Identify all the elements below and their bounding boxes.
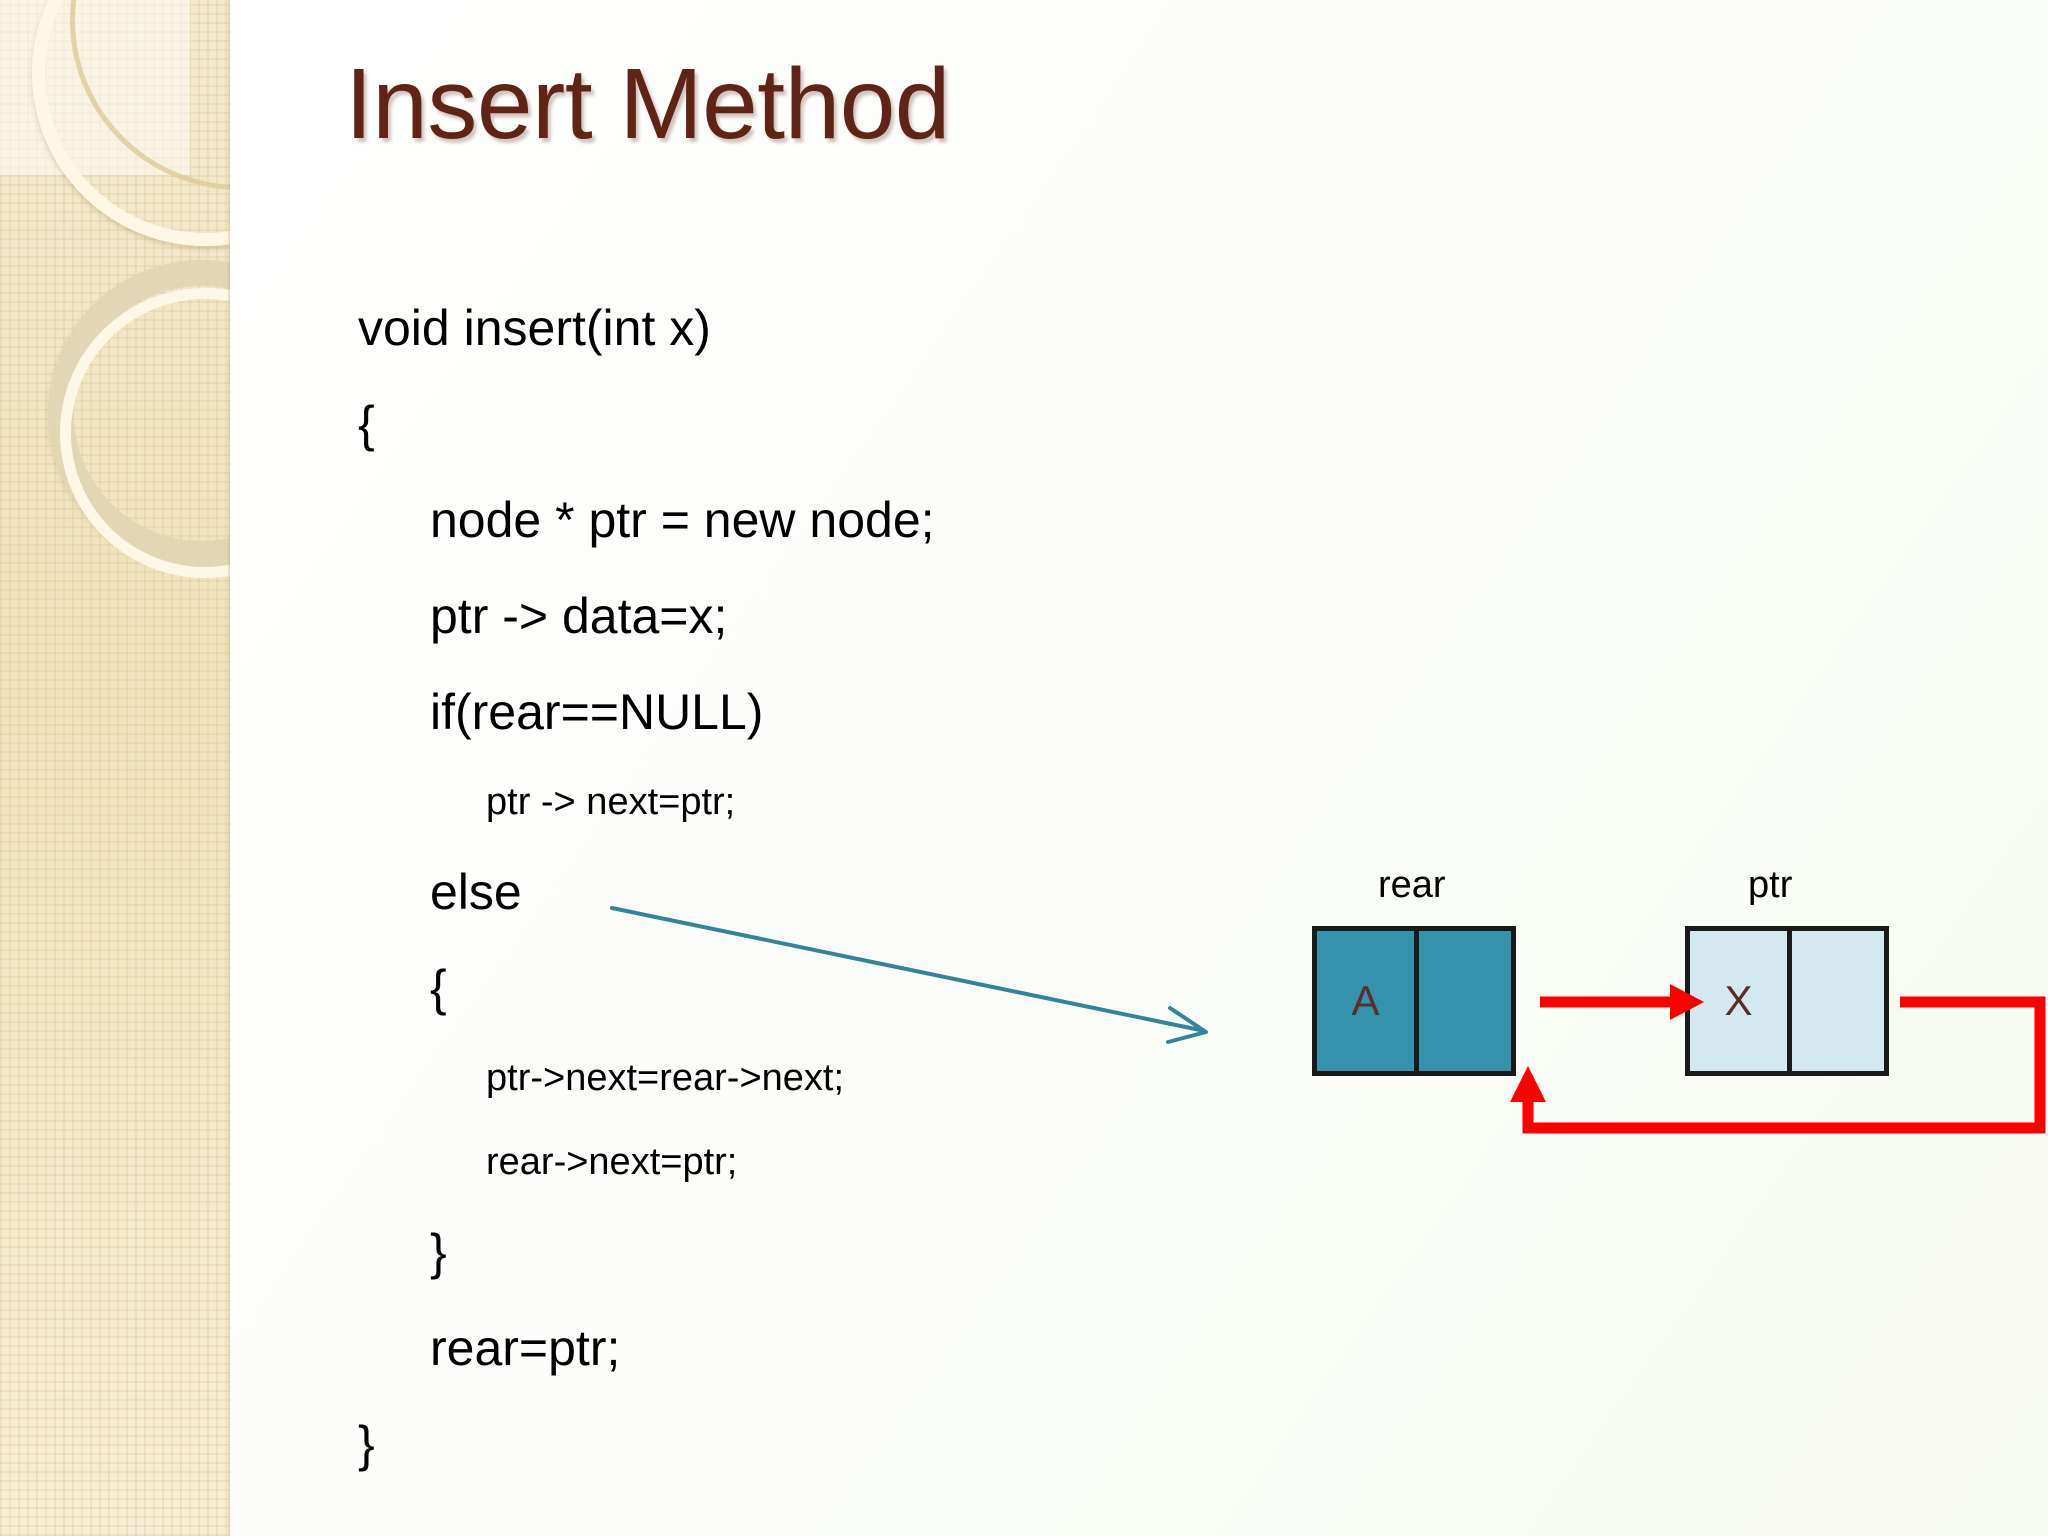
code-line: } [430, 1224, 447, 1280]
node-ptr-next-cell [1787, 931, 1884, 1071]
node-label-rear: rear [1378, 864, 1446, 906]
node-diagram: rear ptr A X [1300, 860, 2048, 1190]
code-block: void insert(int x) { node * ptr = new node… [358, 280, 1358, 1492]
sidebar-edge [227, 0, 230, 1536]
code-line: } [358, 1416, 375, 1472]
code-line: void insert(int x) [358, 300, 711, 356]
code-line: ptr -> next=ptr; [486, 781, 736, 823]
code-line: node * ptr = new node; [430, 492, 935, 548]
code-line: ptr -> data=x; [430, 588, 728, 644]
node-rear-next-cell [1414, 931, 1511, 1071]
node-label-ptr: ptr [1748, 864, 1793, 906]
sidebar-texture [0, 0, 230, 1536]
node-ptr: X [1685, 926, 1889, 1076]
node-ptr-data-cell: X [1690, 931, 1787, 1071]
code-line: else [430, 864, 522, 920]
node-rear-data-cell: A [1317, 931, 1414, 1071]
code-line: if(rear==NULL) [430, 684, 764, 740]
code-line: rear->next=ptr; [486, 1141, 738, 1183]
code-line: rear=ptr; [430, 1320, 621, 1376]
decorative-sidebar [0, 0, 230, 1536]
page-title: Insert Method [345, 48, 950, 160]
code-line: ptr->next=rear->next; [486, 1057, 845, 1099]
node-rear: A [1312, 926, 1516, 1076]
code-line: { [358, 396, 375, 452]
code-line: { [430, 960, 447, 1016]
